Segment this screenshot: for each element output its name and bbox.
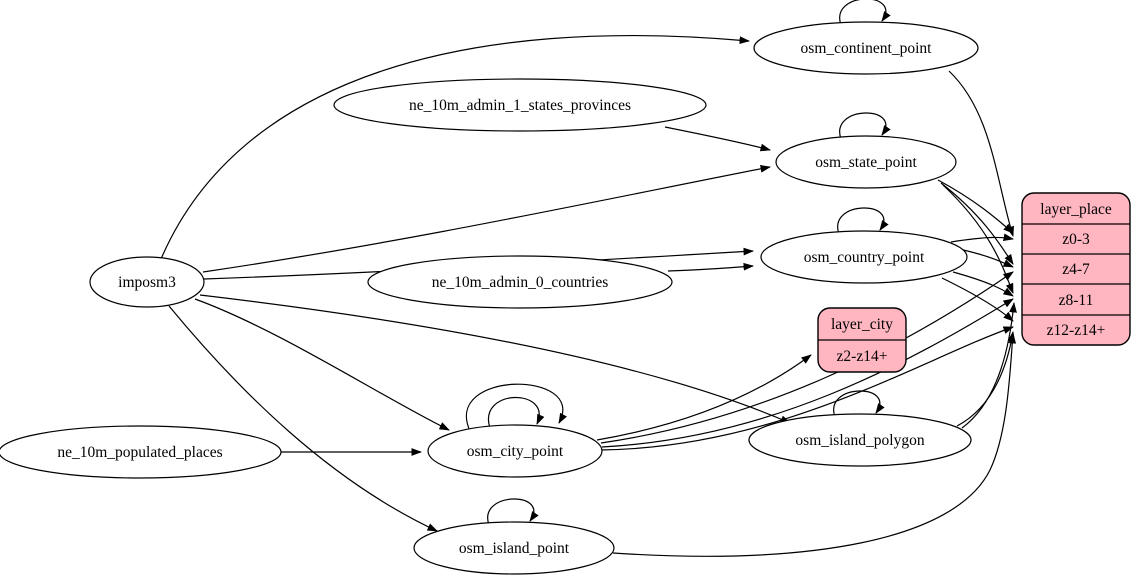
osm-continent-point-ellipse [753, 21, 979, 75]
edge-osm_city_point-z12-z14 [599, 326, 1014, 451]
self-loop-outer-osm_city_point [466, 383, 567, 432]
self-loop-inner-osm_city_point [487, 396, 545, 429]
edge-imposm3-osm_continent_point [160, 34, 750, 260]
imposm3-label: imposm3 [118, 274, 176, 291]
edge-osm_continent_point-z0-3 [948, 70, 1014, 237]
self-loop-osm_state_point [839, 112, 891, 140]
edge-imposm3-osm_city_point [194, 298, 450, 431]
osm-state-point-label: osm_state_point [815, 154, 917, 171]
edge-osm_island_point-z12-z14 [612, 333, 1017, 557]
imposm3-ellipse [89, 256, 205, 308]
ne-10m-populated-places-label: ne_10m_populated_places [57, 444, 222, 461]
edge-osm_city_point-z8-11 [601, 298, 1014, 448]
node-ne-10m-admin-1-states-provinces: ne_10m_admin_1_states_provinces [333, 78, 707, 132]
self-loop-osm_country_point [837, 207, 889, 235]
node-osm-island-polygon: osm_island_polygon [748, 413, 972, 467]
ne-10m-admin-1-ellipse [333, 78, 707, 132]
node-imposm3: imposm3 [89, 256, 205, 308]
ne-10m-admin-0-label: ne_10m_admin_0_countries [432, 274, 609, 291]
node-ne-10m-admin-0-countries: ne_10m_admin_0_countries [367, 255, 673, 309]
edge-osm_state_point-z8-11 [942, 184, 1014, 294]
self-loop-osm_island_point [487, 498, 539, 526]
edge-osm_country_point-z0-3 [950, 233, 1014, 243]
node-osm-country-point: osm_country_point [760, 230, 968, 284]
ne-10m-admin-1-label: ne_10m_admin_1_states_provinces [409, 97, 631, 114]
edge-osm_country_point-z8-11 [952, 271, 1014, 297]
edge-osm_island_polygon-z8-11 [961, 302, 1017, 429]
layer-city-title: layer_city [831, 316, 893, 333]
node-osm-continent-point: osm_continent_point [753, 21, 979, 75]
edge-imposm3-osm_state_point [202, 164, 771, 273]
self-loop-osm_continent_point [839, 0, 891, 26]
edge-imposm3-osm_island_polygon [199, 294, 791, 424]
edge-osm_country_point-z12-z14 [941, 277, 1014, 322]
self-loop-osm_island_polygon [833, 390, 885, 418]
ne-10m-admin-0-ellipse [367, 255, 673, 309]
edge-osm_city_point-layer_city-z2 [596, 354, 812, 441]
layer-place-box [1021, 192, 1131, 346]
layer-place-row-z0-3: z0-3 [1062, 231, 1090, 248]
node-osm-city-point: osm_city_point [427, 424, 603, 478]
osm-island-polygon-label: osm_island_polygon [795, 432, 924, 449]
edge-group [160, 0, 1017, 557]
layer-place-row-z4-7: z4-7 [1062, 261, 1090, 278]
edge-imposm3-osm_island_point [168, 305, 438, 532]
edge-ne_10m_admin_1_states_provinces-osm_state_point [664, 126, 771, 152]
node-osm-state-point: osm_state_point [775, 135, 957, 189]
layer-place-row-z12-z14: z12-z14+ [1047, 322, 1106, 339]
osm-continent-point-label: osm_continent_point [801, 40, 933, 57]
osm-city-point-ellipse [427, 424, 603, 478]
edge-osm_state_point-z0-3 [937, 179, 1014, 234]
node-layer-city: layer_city z2-z14+ [817, 307, 907, 373]
edge-osm_city_point-z4-7 [600, 271, 1014, 444]
osm-island-point-ellipse [413, 521, 615, 575]
osm-island-polygon-ellipse [748, 413, 972, 467]
node-ne-10m-populated-places: ne_10m_populated_places [0, 425, 282, 479]
ne-10m-populated-places-ellipse [0, 425, 282, 479]
layer-place-row-z8-11: z8-11 [1059, 292, 1094, 309]
layer-place-title: layer_place [1040, 201, 1112, 218]
edge-osm_state_point-z4-7 [940, 182, 1014, 265]
layer-city-row-z2-z14: z2-z14+ [837, 348, 888, 365]
node-layer-place: layer_place z0-3 z4-7 z8-11 z12-z14+ [1021, 192, 1131, 346]
osm-state-point-ellipse [775, 135, 957, 189]
osm-city-point-label: osm_city_point [467, 443, 564, 460]
edge-osm_country_point-z4-7 [958, 248, 1014, 268]
osm-island-point-label: osm_island_point [459, 540, 570, 557]
osm-country-point-label: osm_country_point [804, 249, 925, 266]
node-osm-island-point: osm_island_point [413, 521, 615, 575]
osm-country-point-ellipse [760, 230, 968, 284]
edge-ne_10m_admin_0_countries-osm_country_point [667, 262, 754, 272]
